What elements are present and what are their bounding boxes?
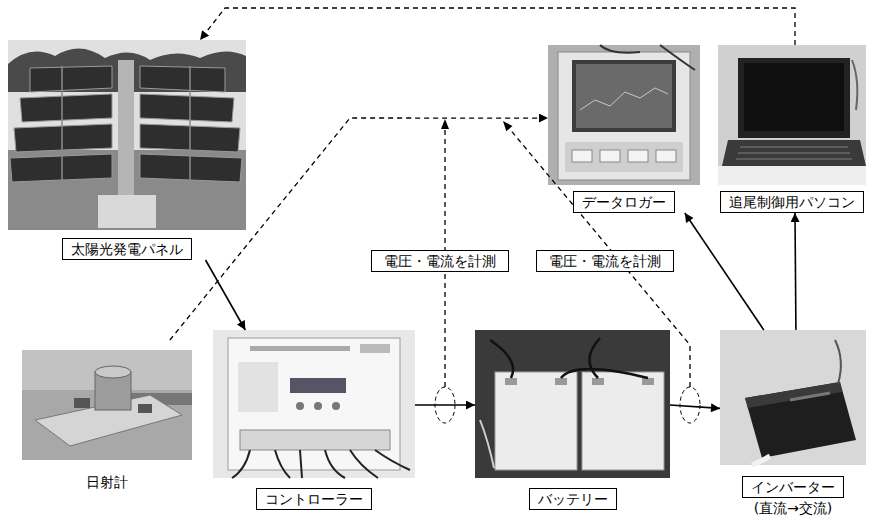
panel-divider bbox=[62, 66, 190, 182]
terminal bbox=[642, 378, 654, 385]
wires bbox=[480, 420, 494, 468]
button bbox=[600, 150, 620, 162]
spec-panel bbox=[238, 362, 278, 412]
component-sublabel: (直流→交流) bbox=[750, 498, 837, 518]
base bbox=[98, 195, 156, 228]
sky bbox=[8, 40, 246, 230]
panel bbox=[14, 124, 112, 152]
power-connector bbox=[206, 260, 246, 330]
display bbox=[290, 378, 346, 393]
battery bbox=[495, 372, 577, 470]
cable bbox=[752, 456, 770, 465]
button bbox=[314, 402, 322, 410]
component-node: 日射計 bbox=[22, 340, 192, 492]
logger-body bbox=[558, 52, 690, 180]
component-label: 太陽光発電パネル bbox=[62, 238, 192, 260]
solar-panel-photo bbox=[8, 40, 246, 230]
component-label: バッテリー bbox=[529, 488, 617, 510]
measurement-tag: 電圧・電流を計測 bbox=[536, 250, 674, 272]
inverter-body bbox=[745, 382, 856, 458]
marking bbox=[360, 344, 390, 353]
signal-connector bbox=[170, 118, 548, 340]
terminal bbox=[592, 378, 604, 385]
knob bbox=[138, 404, 152, 413]
pillar bbox=[118, 60, 134, 210]
sky bbox=[22, 350, 192, 460]
component-label: コントローラー bbox=[256, 488, 372, 510]
power-connector bbox=[685, 213, 764, 330]
arrowhead bbox=[441, 119, 449, 129]
sensor-dome bbox=[95, 366, 131, 378]
component-label: 日射計 bbox=[82, 472, 132, 492]
panel bbox=[140, 66, 225, 92]
marking bbox=[250, 346, 350, 351]
component-label: データロガー bbox=[573, 191, 675, 213]
data-logger-photo bbox=[548, 45, 700, 185]
wall bbox=[718, 45, 866, 185]
controller-photo bbox=[213, 330, 415, 478]
panel bbox=[10, 154, 112, 182]
measurement-line bbox=[508, 127, 690, 387]
wall bbox=[720, 330, 866, 465]
screen bbox=[576, 64, 672, 128]
pc-photo bbox=[718, 45, 866, 185]
button bbox=[628, 150, 648, 162]
component-node: 太陽光発電パネル bbox=[8, 40, 246, 260]
wires bbox=[490, 338, 648, 378]
component-node: インバーター(直流→交流) bbox=[720, 330, 866, 518]
panel bbox=[30, 66, 112, 92]
inverter-top bbox=[745, 382, 842, 408]
wires bbox=[232, 450, 410, 478]
cable bbox=[835, 340, 841, 384]
component-node: データロガー bbox=[548, 45, 700, 213]
knob bbox=[74, 398, 90, 408]
wall bbox=[213, 330, 415, 478]
controller-body bbox=[228, 338, 400, 470]
wall bbox=[548, 45, 700, 185]
keyboard bbox=[736, 147, 852, 159]
power-connector bbox=[670, 405, 720, 408]
inverter-photo bbox=[720, 330, 866, 465]
panel bbox=[140, 154, 242, 182]
button-panel bbox=[565, 142, 683, 172]
terminal bbox=[555, 378, 567, 385]
component-node: コントローラー bbox=[213, 330, 415, 510]
button bbox=[332, 402, 340, 410]
screen-frame bbox=[572, 60, 676, 132]
button bbox=[572, 150, 592, 162]
pyranometer-photo bbox=[22, 350, 192, 460]
laptop-base bbox=[722, 140, 866, 166]
measurement-tag: 電圧・電流を計測 bbox=[371, 250, 509, 272]
desk bbox=[718, 166, 866, 185]
button bbox=[656, 150, 676, 162]
graph-trace bbox=[580, 88, 668, 110]
component-label: インバーター bbox=[742, 476, 844, 498]
laptop-screen bbox=[744, 63, 844, 131]
measurement-point bbox=[680, 387, 700, 423]
cable bbox=[852, 60, 857, 110]
component-label: 追尾制御用パソコン bbox=[720, 191, 864, 213]
panel bbox=[140, 94, 234, 122]
indicator bbox=[790, 393, 830, 400]
cable bbox=[600, 45, 695, 70]
power-connector bbox=[794, 213, 797, 330]
cabinet bbox=[475, 330, 670, 478]
laptop-bezel bbox=[738, 58, 850, 138]
component-node: 追尾制御用パソコン bbox=[717, 45, 867, 213]
battery-photo bbox=[475, 330, 670, 478]
arrowhead bbox=[503, 121, 513, 131]
button bbox=[296, 402, 304, 410]
battery bbox=[582, 372, 664, 470]
signal-connector bbox=[200, 8, 795, 45]
power-connector bbox=[415, 404, 475, 406]
measurement-label: 電圧・電流を計測 bbox=[549, 252, 661, 270]
terminal bbox=[505, 378, 517, 385]
panel bbox=[20, 94, 112, 122]
component-node: バッテリー bbox=[475, 330, 670, 510]
terminal-block bbox=[240, 430, 390, 450]
measurement-label: 電圧・電流を計測 bbox=[384, 252, 496, 270]
